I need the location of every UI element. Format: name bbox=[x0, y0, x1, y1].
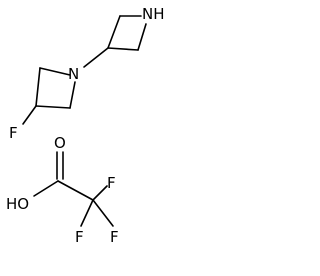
fluorine-atom-label: F bbox=[9, 124, 18, 142]
cf3-bond-top bbox=[92, 185, 108, 201]
cf3-bond-right bbox=[92, 199, 114, 227]
trifluoroacetic-acid-molecule: O HO F F F bbox=[6, 134, 119, 246]
fluorine-right-atom-label: F bbox=[110, 228, 119, 246]
carbon-fluorine-bond bbox=[22, 105, 37, 125]
ring-bond bbox=[107, 47, 139, 51]
cf3-bond-left bbox=[80, 199, 94, 227]
fluoro-biazetidine-molecule: NH N F bbox=[9, 5, 165, 142]
ring-bond bbox=[137, 23, 147, 51]
ring-bond bbox=[35, 105, 71, 109]
lower-azetidine-ring bbox=[35, 67, 76, 109]
nitrogen-atom-label: N bbox=[68, 65, 79, 83]
ring-bond bbox=[39, 67, 71, 76]
upper-azetidine-ring bbox=[107, 15, 147, 51]
oxygen-atom-label: O bbox=[54, 134, 66, 152]
carbon-hydroxyl-bond bbox=[33, 180, 59, 197]
carbon-carbon-bond bbox=[57, 180, 94, 201]
fluorine-top-atom-label: F bbox=[107, 174, 116, 192]
fluorine-left-atom-label: F bbox=[75, 228, 84, 246]
ring-bond bbox=[35, 67, 41, 107]
nh-atom-label: NH bbox=[142, 5, 165, 23]
chemical-structure-drawing: NH N F O HO F F F bbox=[6, 5, 165, 246]
ring-bond bbox=[107, 15, 121, 49]
ring-bond bbox=[69, 81, 76, 109]
ring-linking-bond bbox=[83, 47, 109, 68]
hydroxyl-atom-label: HO bbox=[6, 195, 29, 213]
